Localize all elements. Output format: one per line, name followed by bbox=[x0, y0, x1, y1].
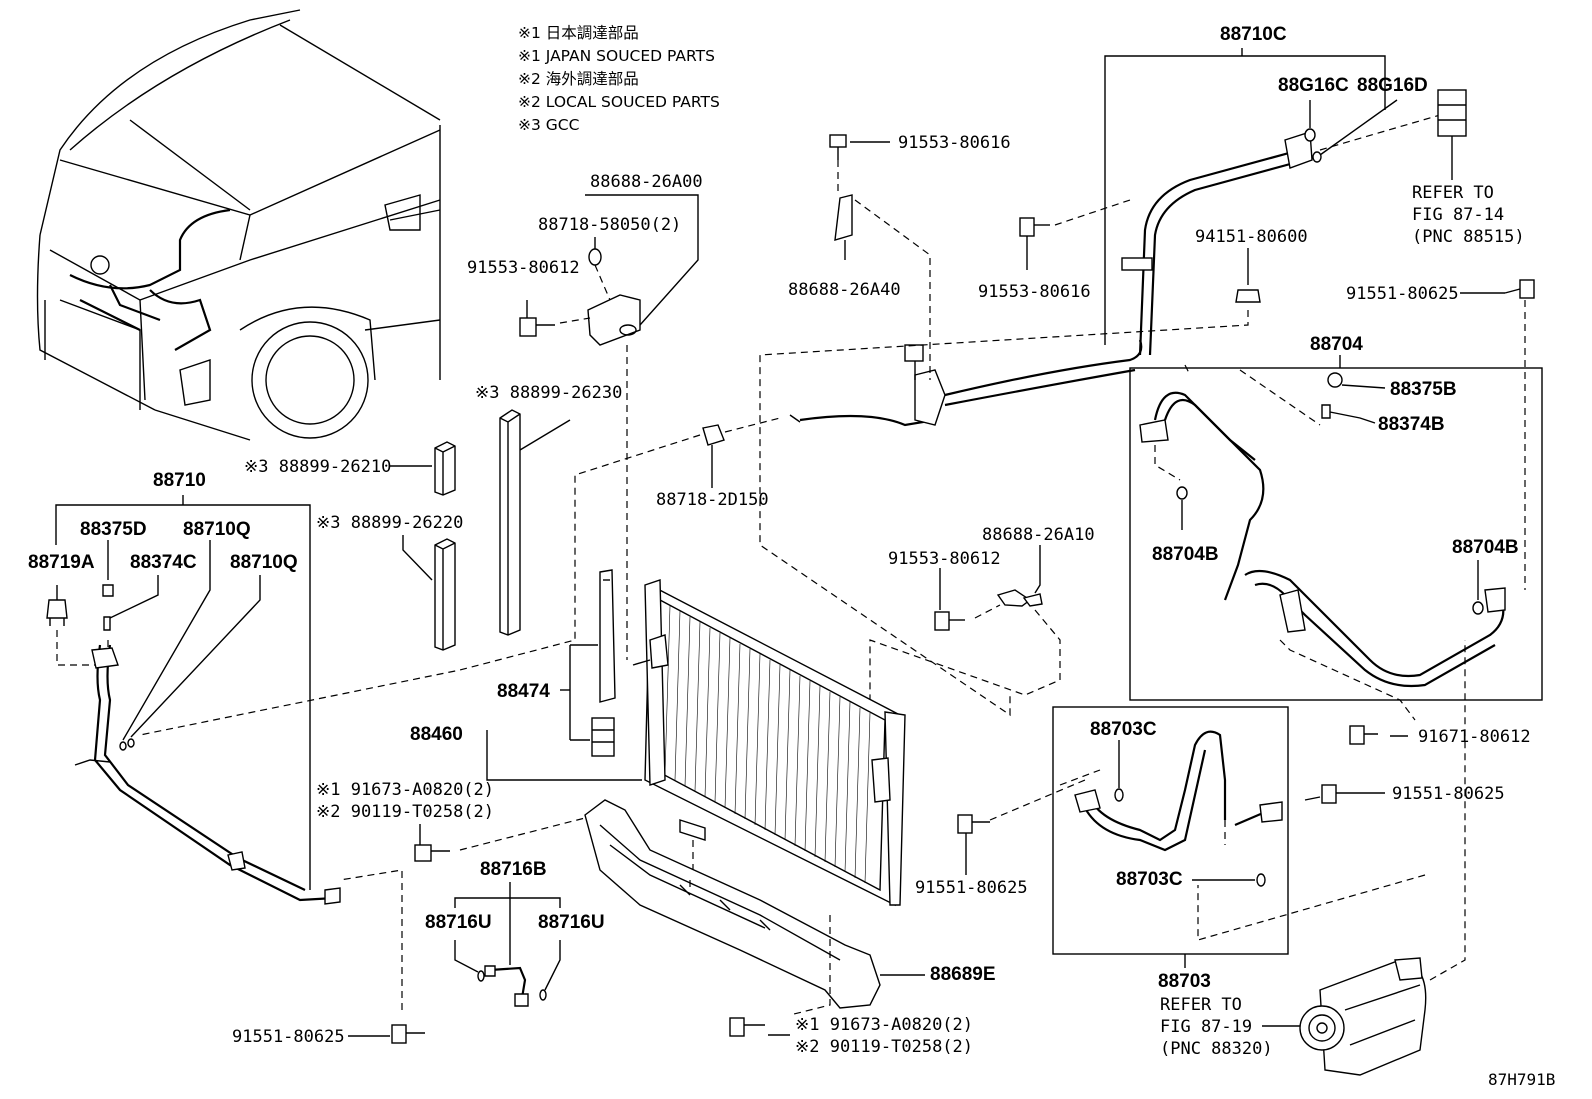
label-91553-80616-a: 91553-80616 bbox=[898, 133, 1011, 153]
label-91551-80625-a: 91551-80625 bbox=[1346, 284, 1459, 304]
label-88704B-b: 88704B bbox=[1452, 537, 1519, 558]
label-88704: 88704 bbox=[1310, 334, 1363, 355]
tube-88710 bbox=[46, 495, 341, 905]
note-5: ※3 GCC bbox=[518, 116, 579, 134]
bolt-91673-A0820-bottom bbox=[729, 1017, 790, 1037]
label-88703C-a: 88703C bbox=[1090, 719, 1157, 740]
label-88710: 88710 bbox=[153, 470, 206, 491]
label-88688-26A10: 88688-26A10 bbox=[982, 525, 1095, 545]
condenser-88460 bbox=[632, 579, 906, 907]
refer1-line3: (PNC 88515) bbox=[1412, 227, 1525, 247]
label-91551-80625-c: 91551-80625 bbox=[915, 878, 1028, 898]
label-88716U-b: 88716U bbox=[538, 912, 605, 933]
label-88375B: 88375B bbox=[1390, 379, 1457, 400]
label-91551-80625-b: 91551-80625 bbox=[1392, 784, 1505, 804]
vehicle-illustration bbox=[36, 9, 441, 441]
label-88718-2D150: 88718-2D150 bbox=[656, 490, 769, 510]
bracket-88688-26A00 bbox=[519, 194, 699, 660]
label-88899-26220: ※3 88899-26220 bbox=[316, 513, 463, 533]
label-88374C: 88374C bbox=[130, 552, 197, 573]
label-91553-80612-a: 91553-80612 bbox=[467, 258, 580, 278]
label-88899-26210: ※3 88899-26210 bbox=[244, 457, 391, 477]
label-90119-T0258-b: ※2 90119-T0258(2) bbox=[795, 1037, 973, 1057]
bracket-88688-26A40 bbox=[834, 194, 931, 380]
refer2-line3: (PNC 88320) bbox=[1160, 1039, 1273, 1059]
clamp-88718-2D150 bbox=[139, 417, 781, 736]
label-88710Q-b: 88710Q bbox=[230, 552, 298, 573]
note-3: ※2 海外調達部品 bbox=[518, 70, 639, 88]
label-91553-80616-b: 91553-80616 bbox=[978, 282, 1091, 302]
label-88710C: 88710C bbox=[1220, 24, 1287, 45]
nut-94151-80600 bbox=[759, 248, 1261, 717]
label-88704B-a: 88704B bbox=[1152, 544, 1219, 565]
condenser-fins bbox=[664, 605, 871, 884]
label-88374B: 88374B bbox=[1378, 414, 1445, 435]
hose-88703 bbox=[1052, 706, 1289, 968]
bolt-91671-80612 bbox=[1349, 725, 1408, 745]
label-88688-26A40: 88688-26A40 bbox=[788, 280, 901, 300]
label-88703C-b: 88703C bbox=[1116, 869, 1183, 890]
refer2-line1: REFER TO bbox=[1160, 995, 1242, 1015]
label-88474: 88474 bbox=[497, 681, 550, 702]
label-88689E: 88689E bbox=[930, 964, 996, 985]
refer1-line2: FIG 87-14 bbox=[1412, 205, 1504, 225]
bolt-91553-80616-top bbox=[829, 134, 890, 195]
bolt-91551-80625-bottom bbox=[339, 869, 425, 1044]
bolt-91553-80616-mid bbox=[1019, 199, 1131, 270]
bracket-88688-26A10 bbox=[869, 545, 1061, 790]
refer2-line2: FIG 87-19 bbox=[1160, 1017, 1252, 1037]
figure-code: 87H791B bbox=[1488, 1070, 1555, 1089]
label-88899-26230: ※3 88899-26230 bbox=[475, 383, 622, 403]
label-88716U-a: 88716U bbox=[425, 912, 492, 933]
label-91671-80612: 91671-80612 bbox=[1418, 727, 1531, 747]
receiver-88474 bbox=[560, 569, 616, 757]
bolt-91551-80625-top bbox=[1460, 279, 1535, 590]
hose-88710C bbox=[789, 48, 1386, 427]
expansion-valve bbox=[1437, 89, 1467, 180]
label-88G16D: 88G16D bbox=[1357, 75, 1428, 96]
label-91551-80625-d: 91551-80625 bbox=[232, 1027, 345, 1047]
note-4: ※2 LOCAL SOUCED PARTS bbox=[518, 93, 720, 111]
label-91553-80612-b: 91553-80612 bbox=[888, 549, 1001, 569]
label-88710Q-a: 88710Q bbox=[183, 519, 251, 540]
label-90119-T0258-a: ※2 90119-T0258(2) bbox=[316, 802, 494, 822]
label-88688-26A00: 88688-26A00 bbox=[590, 172, 703, 192]
seal-88899-26230 bbox=[499, 409, 571, 636]
label-91673-A0820-b: ※1 91673-A0820(2) bbox=[795, 1015, 973, 1035]
seal-88899-26220 bbox=[402, 535, 456, 651]
legend-notes: ※1 日本調達部品 ※1 JAPAN SOUCED PARTS ※2 海外調達部… bbox=[518, 24, 720, 134]
refer1-line1: REFER TO bbox=[1412, 183, 1494, 203]
label-88719A: 88719A bbox=[28, 552, 95, 573]
label-88716B: 88716B bbox=[480, 859, 547, 880]
label-88718-58050: 88718-58050(2) bbox=[538, 215, 681, 235]
bolt-91551-80625-center bbox=[957, 779, 1086, 875]
support-88689E bbox=[584, 799, 925, 1016]
bolt-91673-A0820-left bbox=[414, 817, 586, 862]
label-91673-A0820-a: ※1 91673-A0820(2) bbox=[316, 780, 494, 800]
note-2: ※1 JAPAN SOUCED PARTS bbox=[518, 47, 715, 65]
label-88703: 88703 bbox=[1158, 971, 1211, 992]
bolt-91551-80625-mid bbox=[1304, 784, 1385, 804]
hose-88704 bbox=[1129, 355, 1543, 721]
label-94151-80600: 94151-80600 bbox=[1195, 227, 1308, 247]
label-88G16C: 88G16C bbox=[1278, 75, 1349, 96]
tube-88716B bbox=[454, 882, 561, 1007]
compressor bbox=[1197, 640, 1466, 1076]
label-88375D: 88375D bbox=[80, 519, 147, 540]
note-1: ※1 日本調達部品 bbox=[518, 24, 639, 42]
seal-88899-26210 bbox=[390, 441, 456, 496]
label-88460: 88460 bbox=[410, 724, 463, 745]
